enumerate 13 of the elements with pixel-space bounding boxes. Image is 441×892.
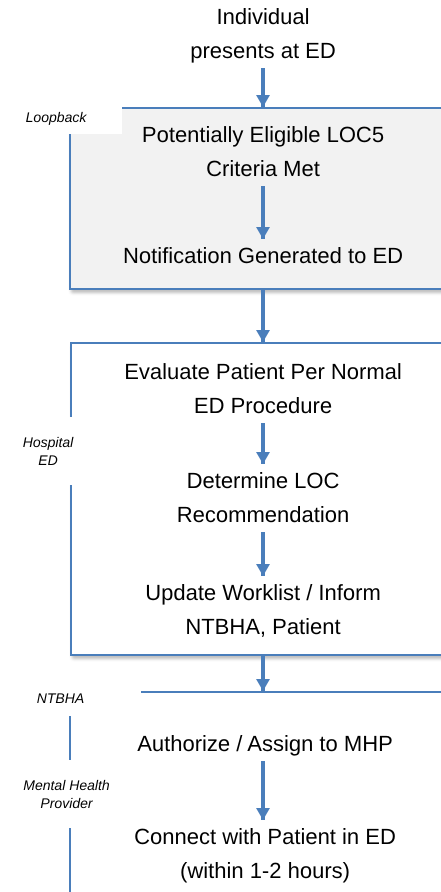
step-text: Notification Generated to ED — [113, 239, 413, 273]
arrow — [256, 186, 270, 239]
arrow — [256, 68, 270, 107]
step-text: Individual presents at ED — [178, 0, 348, 68]
step-text: Authorize / Assign to MHP — [115, 727, 415, 761]
step-text: Determine LOC Recommendation — [113, 464, 413, 532]
arrow — [256, 290, 270, 342]
arrow — [256, 656, 270, 691]
arrow — [256, 423, 270, 464]
step-text: Update Worklist / Inform NTBHA, Patient — [113, 576, 413, 644]
arrow — [256, 532, 270, 576]
step-text: Evaluate Patient Per Normal ED Procedure — [113, 355, 413, 423]
arrow — [256, 761, 270, 820]
